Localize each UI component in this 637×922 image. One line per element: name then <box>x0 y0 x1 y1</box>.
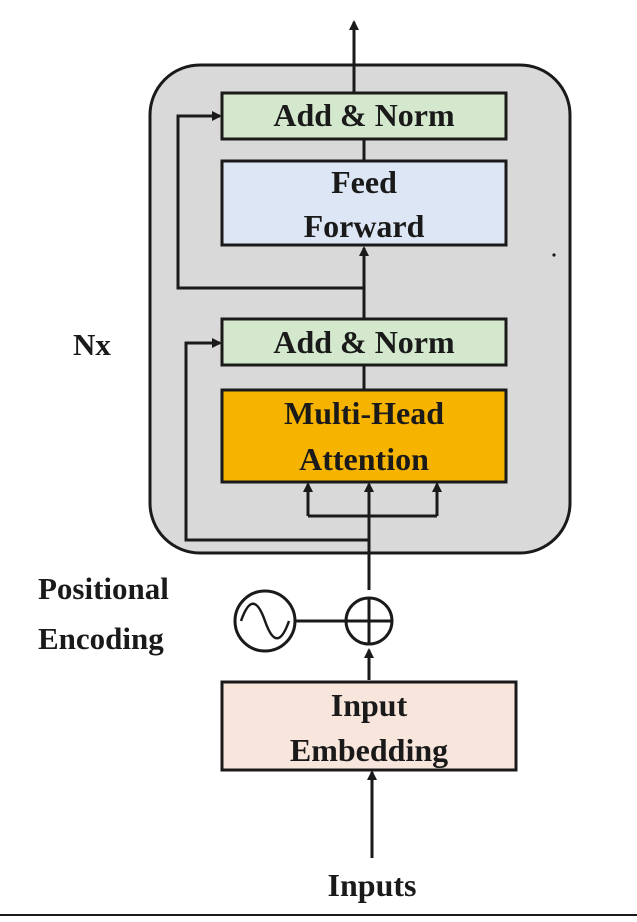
add-norm-top-label: Add & Norm <box>273 97 455 133</box>
embedding-label-line1: Input <box>331 687 408 723</box>
input-embedding-block <box>220 680 518 772</box>
sum-circle-icon <box>344 596 394 646</box>
attention-label-line1: Multi-Head <box>284 395 444 431</box>
inputs-label: Inputs <box>328 867 417 903</box>
residual-connection-bottom <box>184 338 369 542</box>
add-norm-bottom-label: Add & Norm <box>273 324 455 360</box>
add-norm-bottom-block <box>220 317 508 367</box>
positional-encoding-label-line2: Encoding <box>38 621 164 656</box>
positional-encoding-label-line1: Positional <box>38 571 169 606</box>
repeat-count-label: Nx <box>73 327 111 362</box>
add-norm-top-block <box>220 91 508 141</box>
feed-forward-label-line2: Forward <box>304 208 425 244</box>
embedding-label-line2: Embedding <box>290 732 448 768</box>
residual-connection-top <box>176 111 364 290</box>
feed-forward-block <box>220 159 508 247</box>
attention-label-line2: Attention <box>299 441 429 477</box>
feed-forward-label-line1: Feed <box>331 164 397 200</box>
stray-dot <box>552 253 556 257</box>
sine-wave-icon <box>233 589 297 653</box>
multi-head-attention-block <box>220 388 508 484</box>
